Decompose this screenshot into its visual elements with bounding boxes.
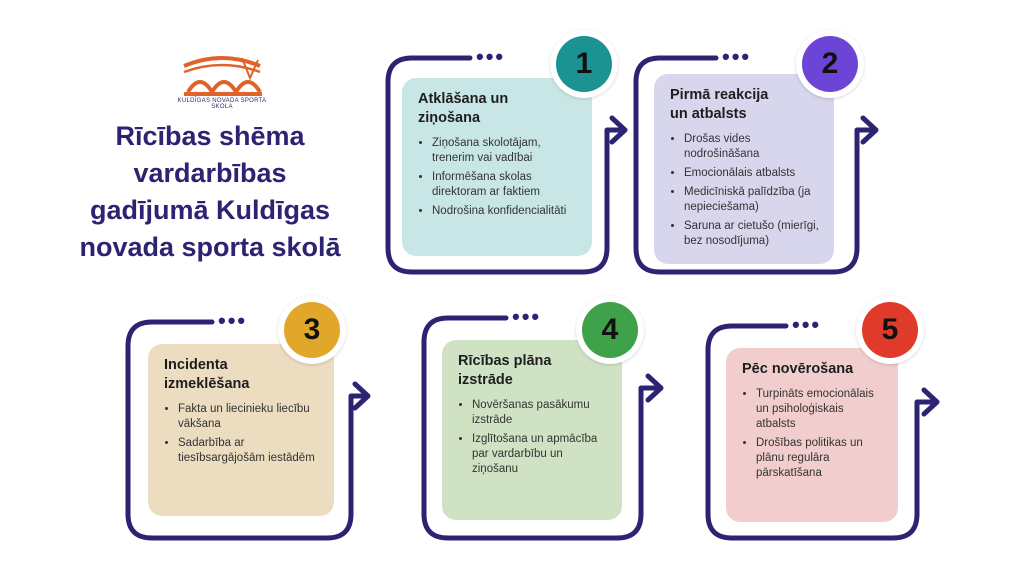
frame-step-5 [705,323,938,541]
step-number-badge-1: 1 [550,30,618,98]
step-card-2: Pirmā reakcija un atbalsts Drošas vides … [654,74,834,264]
frame-step-1 [385,55,626,275]
list-item: Fakta un liecinieku liecību vākšana [178,402,320,432]
arrow-step-3 [352,381,371,411]
list-item: Drošas vides nodrošināšana [684,132,820,162]
title-line: Rīcības shēma [115,121,305,151]
step-number-badge-2: 2 [796,30,864,98]
arrow-step-5 [921,387,940,417]
list-item: Drošības politikas un plānu regulāra pār… [756,436,884,481]
step-card-3: Incidenta izmeklēšana Fakta un lieciniek… [148,344,334,516]
step-items: Turpināts emocionālais un psiholoģiskais… [742,387,884,481]
step-title: Pēc novērošana [742,360,884,379]
arrow-step-1 [609,115,628,145]
step-title: Rīcības plāna izstrāde [458,352,608,390]
step-title-line: Rīcības plāna [458,353,552,369]
arrow-step-2 [860,115,879,145]
step-card-4: Rīcības plāna izstrāde Novēršanas pasāku… [442,340,622,520]
frame-step-4 [421,315,662,541]
step-items: Drošas vides nodrošināšana Emocionālais … [670,132,820,249]
frame-step-3 [125,319,369,541]
step-number: 5 [862,302,918,358]
list-item: Ziņošana skolotājam, trenerim vai vadība… [432,136,578,166]
frame-step-2 [633,55,877,275]
dots-step-3: ••• [218,308,248,333]
step-title: Incidenta izmeklēšana [164,356,320,394]
step-title: Pirmā reakcija un atbalsts [670,86,820,124]
step-card-1: Atklāšana un ziņošana Ziņošana skolotāja… [402,78,592,256]
step-number: 3 [284,302,340,358]
list-item: Emocionālais atbalsts [684,166,820,181]
title-line: vardarbības [133,158,287,188]
list-item: Novēršanas pasākumu izstrāde [472,398,608,428]
step-number-badge-4: 4 [576,296,644,364]
page-title: Rīcības shēma vardarbības gadījumā Kuldī… [40,118,380,266]
list-item: Sadarbība ar tiesībsargājošām iestādēm [178,436,320,466]
step-items: Fakta un liecinieku liecību vākšana Sada… [164,402,320,466]
dots-step-1: ••• [476,44,506,69]
dots-step-5: ••• [792,312,822,337]
step-number: 1 [556,36,612,92]
list-item: Saruna ar cietušo (mierīgi, bez nosodīju… [684,219,820,249]
step-number-badge-3: 3 [278,296,346,364]
step-items: Ziņošana skolotājam, trenerim vai vadība… [418,136,578,219]
step-card-5: Pēc novērošana Turpināts emocionālais un… [726,348,898,522]
step-title-line: Pēc novērošana [742,361,854,377]
dots-step-4: ••• [512,304,542,329]
step-number: 4 [582,302,638,358]
step-title-line: un atbalsts [670,106,747,122]
step-number-badge-5: 5 [856,296,924,364]
bridge-logo-icon [183,56,262,96]
arrow-step-4 [645,373,664,403]
step-title-line: Incidenta [164,357,228,373]
list-item: Informēšana skolas direktoram ar faktiem [432,170,578,200]
dots-step-2: ••• [722,44,752,69]
step-title-line: izstrāde [458,372,513,388]
school-logo [178,48,266,110]
step-number: 2 [802,36,858,92]
list-item: Medicīniskā palīdzība (ja nepieciešama) [684,185,820,215]
title-line: gadījumā Kuldīgas [89,195,331,225]
list-item: Izglītošana un apmācība par vardarbību u… [472,432,608,477]
step-title: Atklāšana un ziņošana [418,90,578,128]
list-item: Nodrošina konfidencialitāti [432,204,578,219]
step-title-line: izmeklēšana [164,376,250,392]
step-title-line: Pirmā reakcija [670,87,769,103]
title-line: novada sporta skolā [79,232,341,262]
step-title-line: Atklāšana un [418,91,509,107]
step-title-line: ziņošana [418,110,481,126]
logo-text: KULDĪGAS NOVADA SPORTA SKOLA [177,98,267,110]
list-item: Turpināts emocionālais un psiholoģiskais… [756,387,884,432]
step-items: Novēršanas pasākumu izstrāde Izglītošana… [458,398,608,477]
